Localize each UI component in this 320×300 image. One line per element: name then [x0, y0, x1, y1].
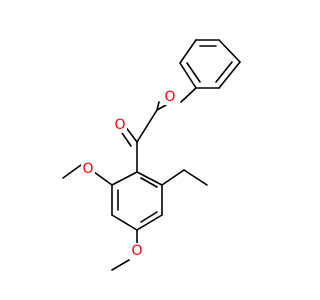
double-bond: [140, 211, 158, 223]
aromatic-ring: [111, 171, 163, 231]
molecule-structure: O O O O: [62, 39, 241, 271]
bond: [62, 164, 82, 179]
bond: [183, 169, 208, 186]
bond: [218, 39, 241, 63]
bond: [136, 214, 163, 231]
bond: [156, 101, 160, 111]
bond: [136, 171, 163, 186]
bond: [218, 61, 241, 89]
atom-label-ether-oxygen: O: [164, 89, 175, 105]
atom-label-methoxy-upper-oxygen: O: [82, 161, 93, 177]
double-bond: [215, 61, 233, 83]
bond: [180, 87, 197, 103]
bond: [111, 171, 138, 186]
bond: [161, 169, 185, 186]
bond: [179, 62, 197, 89]
atom-label-methoxy-lower-oxygen: O: [131, 243, 142, 259]
double-bond: [186, 62, 201, 83]
bond: [136, 109, 158, 143]
bond: [111, 259, 130, 271]
phenyl-ring: [179, 39, 241, 89]
oxygen-atom-carbonyl: O: [113, 117, 127, 133]
bond: [93, 171, 113, 186]
oxygen-atom-methoxy-lower: O: [130, 243, 144, 259]
oxygen-atom-ether: O: [162, 89, 176, 105]
oxygen-atom-methoxy-upper: O: [81, 161, 95, 177]
double-bond: [140, 177, 158, 188]
bond: [179, 39, 197, 64]
atom-label-carbonyl-oxygen: O: [114, 117, 125, 133]
bond: [156, 104, 167, 111]
bond: [111, 214, 138, 231]
